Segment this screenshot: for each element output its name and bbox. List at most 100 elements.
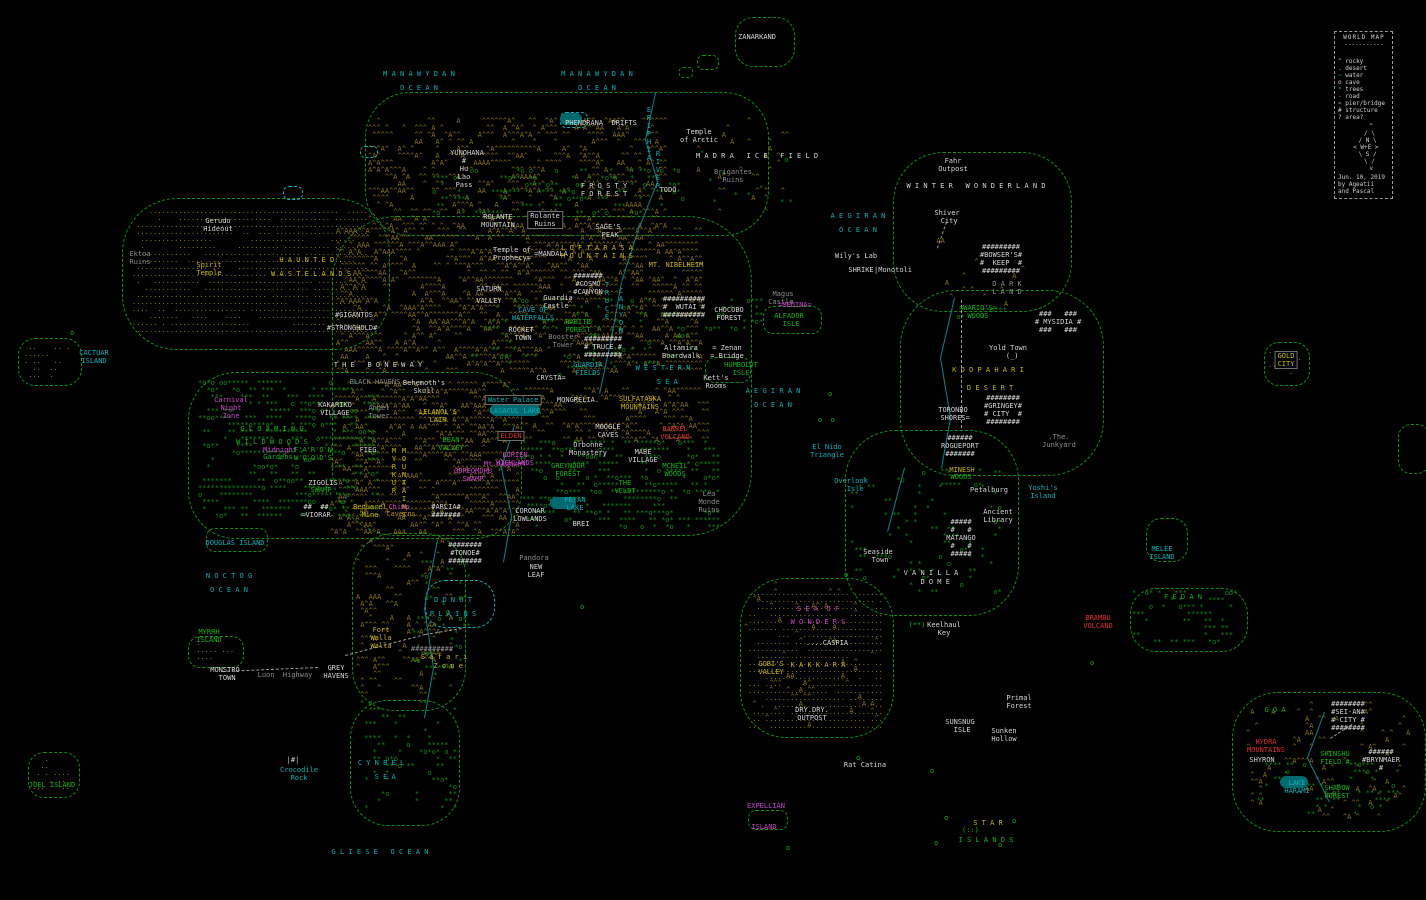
map-label-manawydan-ocean-east: M A N A W Y D A N O C E A N [561,70,633,92]
map-label-sunsnug-isle: SUNSNUG ISLE [945,718,975,734]
map-label-arlia: #ARLIA# ####### [431,503,461,519]
map-label-keelhaul-symbol: (**) [908,621,926,629]
map-label-primal-forest: Primal Forest [1006,694,1032,710]
coastline-outline [1130,588,1248,652]
map-label-feyan-lake: FEYAN LAKE [564,496,586,512]
legend-entry-rocky: ^ rocky [1338,58,1364,65]
map-label-tonoe: ######## #TONOE# ######## [448,541,482,565]
map-label-warios-woods: =WARIO'S= WOODS [959,304,997,320]
map-label-loftarasa-mountains: L O F T A R A S A M O U N T A I N S [561,244,633,260]
legend-entry-pierbridge: = pier/bridge [1338,100,1385,107]
legend-symbol: = [1338,100,1342,107]
map-label-bean-valley: 'BEAN' 'VALLEY' [434,436,468,452]
map-dot: o [70,329,75,337]
coastline-outline [893,152,1072,312]
legend-credit-1: by Ageatii [1338,181,1375,188]
map-dot: o [828,390,833,398]
map-dot: o [930,767,935,775]
map-label-zigolis-swamp: SWAMP [310,486,332,494]
coastline-outline [679,67,693,78]
map-label-mt-nibelheim: MT. NIBELHEIM [648,261,704,269]
map-label-monotoli: |Monotoli [874,266,912,274]
map-label-mysidia: ### ### # MYSIDIA # ### ### [1034,310,1082,334]
coastline-outline [283,186,303,200]
map-label-sages-peak: SAGE'S PEAK [595,223,621,239]
compass-rose: ^ / \ / N \ < W+E > \ S / \ / v [1353,123,1379,172]
map-label-toronbo-shores: TORONBO SHORES= [938,406,970,422]
map-label-aegiran-ocean-center: A E G I R A N O C E A N [745,387,801,409]
legend-symbol: ? [1338,114,1342,121]
map-label-mcneil-woods: MCNEIL WOODS [662,462,688,478]
map-dot: o o [818,416,835,424]
map-label-phendrana-drifts: PHENDRANA DRIFTS [565,119,637,127]
coastline-outline [748,810,788,830]
coastline-outline [28,752,80,798]
lake [1280,776,1308,788]
map-label-lasacul-lake: LASACUL LAKE [489,407,541,415]
map-label-caspia: ....CASPIA [805,639,849,647]
legend-symbol: - [1338,93,1342,100]
legend-entry-area?: ? area? [1338,114,1364,121]
map-label-truce-canyon-v2: C A N Y O N [618,287,624,335]
map-label-guardia-fields: GUARDIA FIELDS [573,361,603,377]
map-label-gliese-ocean: G L I E S E O C E A N [331,848,429,856]
map-label-haunted-wastelands: H A U N T E D . W A S T E L A N D S [270,256,352,278]
map-label-sunken-hollow: Sunken Hollow [991,727,1017,743]
map-label-expellian: EXPELLIAN [747,802,785,810]
map-label-myrrh-island: MYRRH ISLAND [196,628,222,644]
map-label-temple-of-arctic: Temple of Arctic [680,128,718,144]
map-label-the-boneway: T H E B O N E W A Y [333,361,423,369]
map-label-faron-woods: F'A'R'O'N W'O'O'D'S [294,446,332,462]
map-label-gerudo-hideout: Gerudo Hideout [203,217,233,233]
map-label-koopahari-desert: K O O P A H A R I D E S E R T [952,366,1024,392]
map-label-kakariko-village: KAKARIKO VILLAGE [318,401,352,417]
map-label-brambu-volcano: BRAMBU VOLCANO [1083,614,1113,630]
coastline-outline [740,578,894,738]
map-label-manawydan-ocean-west: M A N A W Y D A N O C E A N [383,70,455,92]
map-dot: o [580,603,585,611]
map-label-gloaming-wildwoods: G L O A M I N G W I L D W O O D S [236,425,308,446]
map-label-minesh: MINESH [949,466,975,474]
map-label-bowsers-keep: ######### #BOWSER'S# # KEEP # ######### [979,243,1023,275]
legend-symbol: * [1338,86,1342,93]
coastline-outline [352,533,466,711]
map-label-rolante-mountain: ROLANTE MOUNTAIN [481,213,515,229]
map-dot: o [1012,817,1017,825]
map-label-behemoths-skull: Behemoth's Skull [402,379,446,395]
coastline-outline [845,430,1019,616]
legend-entry-road: - road [1338,93,1360,100]
map-label-rolante-ruins: Rolante Ruins [527,211,563,229]
legend-entry-trees: * trees [1338,86,1364,93]
map-label-lorien-highlands: LORIEN HIGHLANDS [496,451,534,467]
map-label-douglas-island: DOUGLAS ISLAND [205,539,265,547]
coastline-outline [188,372,522,539]
map-label-hu-lao-pass: # Hu Lao Pass [455,157,473,189]
coastline-outline [697,55,719,70]
map-dot: o [1090,659,1095,667]
map-label-new-leaf: NEW LEAF [527,563,545,579]
map-label-mandala: =MANDALA [534,250,568,258]
map-dot: o [786,844,791,852]
map-label-sei-an-city: ######## #SEI-AN# # CITY # ######## [1331,700,1365,732]
map-dot: o [998,841,1003,849]
map-label-orbonne-monastery: Orbonne Monastery [569,441,607,457]
map-label-matango: ##### # # MATANGO # # ##### [946,518,976,558]
map-label-el-nido-triangle: El Nido Triangle [810,443,844,459]
map-label-fedan: F E D A N [1164,593,1202,601]
map-label-guardia-castle: Guardia Castle [543,294,573,310]
coastline-outline [1398,424,1426,474]
map-label-aegiran-ocean-north: A E G I R A N O C E A N [830,212,886,234]
map-label-stronghold: #STRONGHOLD# [326,324,378,332]
map-label-safari-zone: S a f a r i Z o n e [420,653,468,670]
map-label-wilys-lab: Wily's Lab [834,252,878,260]
map-label-minesh-woods: WOODS [950,473,972,481]
map-label-hydra-mountains: HYDRA MOUNTAINS [1247,738,1285,754]
map-label-cynbel-sea: C Y N B E L S E A [357,759,405,781]
map-label-fahr-outpost: Fahr Outpost [938,157,968,173]
legend-box: WORLD MAP ----------- ^ rocky. desert~ w… [1334,31,1393,199]
map-label-gigantos: #GIGANTOS [335,311,373,319]
map-label-eriphia-river-2: R I V E R [655,150,661,190]
map-label-ektoa-ruins: Ektoa Ruins [129,250,151,266]
map-dot: o [944,814,949,822]
